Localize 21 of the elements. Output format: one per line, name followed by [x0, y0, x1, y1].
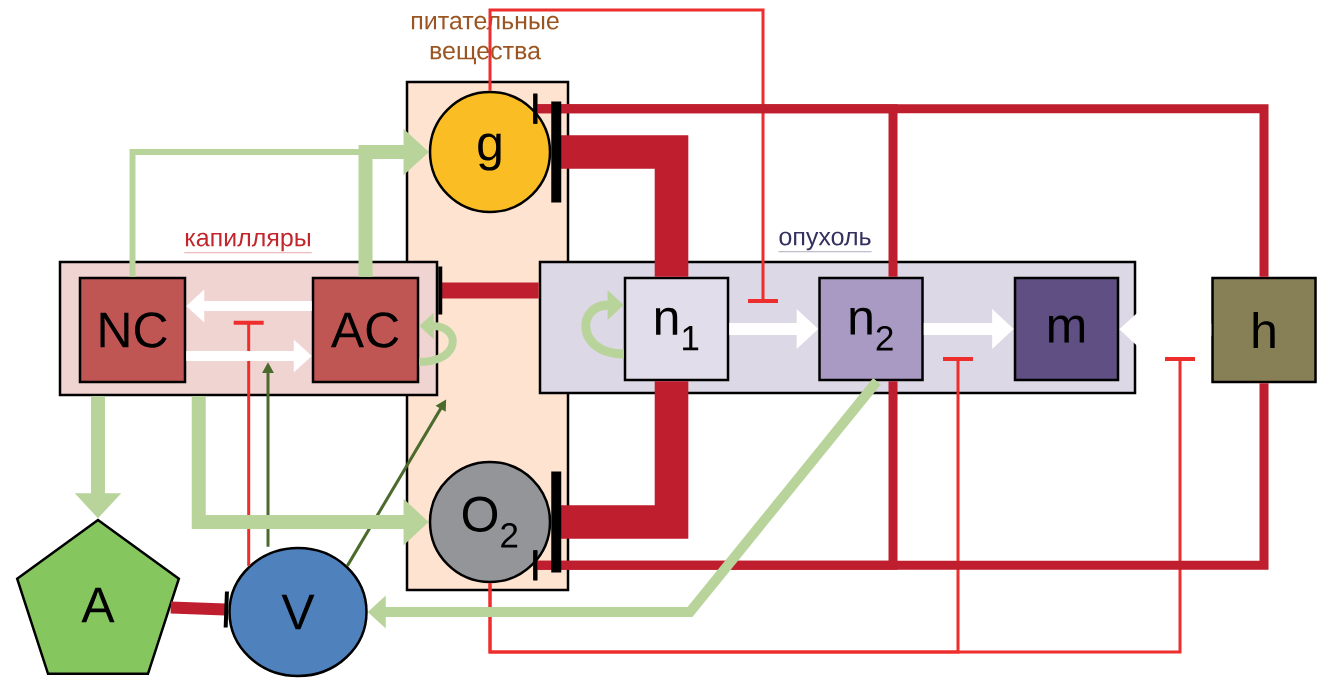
- square-node: h: [1211, 276, 1317, 384]
- inhibition-line: [438, 266, 539, 315]
- ellipse-node: V: [228, 546, 368, 678]
- inhibition-line: [488, 8, 778, 303]
- inhibition-line: [551, 101, 689, 277]
- inhibition-line: [233, 320, 264, 566]
- group-heading: капилляры: [184, 232, 312, 253]
- square-node: NC: [78, 276, 187, 384]
- inhibition-line: [533, 93, 1269, 277]
- inhibition-line: [170, 591, 229, 628]
- square-node: AC: [311, 276, 420, 384]
- square-node: n$_{1}$: [623, 276, 730, 382]
- group-heading: опухоль: [778, 231, 872, 252]
- circle-node: g: [428, 90, 552, 214]
- inhibition-line: [488, 357, 1195, 654]
- circle-node: O$_{2}$: [428, 460, 552, 584]
- inhibition-line: [533, 383, 1269, 581]
- square-node: m: [1013, 276, 1120, 382]
- inhibition-line: [551, 381, 689, 573]
- square-node: n$_{2}$: [818, 276, 924, 382]
- pentagon-node: A: [15, 518, 181, 676]
